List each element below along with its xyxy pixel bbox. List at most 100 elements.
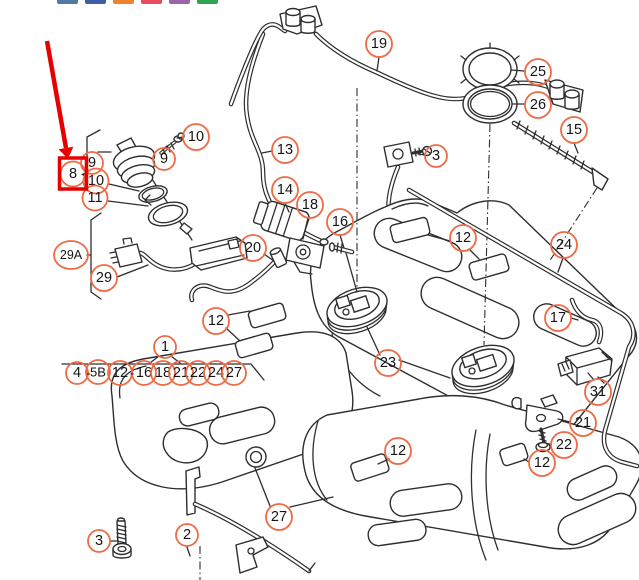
svg-text:20: 20 (245, 240, 261, 256)
callout-22[interactable]: 22 (550, 431, 578, 459)
svg-text:18: 18 (155, 365, 171, 381)
callout-24[interactable]: 24 (550, 231, 578, 259)
browser-tab-color-strip[interactable] (0, 0, 639, 4)
callout-12[interactable]: 12 (384, 437, 412, 465)
callout-21[interactable]: 21 (569, 409, 597, 437)
callout-18[interactable]: 18 (150, 360, 176, 386)
svg-text:16: 16 (136, 365, 152, 381)
screw-22 (535, 427, 551, 453)
svg-text:13: 13 (277, 142, 293, 158)
callout-12[interactable]: 12 (528, 449, 556, 477)
callout-21[interactable]: 21 (168, 360, 194, 386)
svg-text:12: 12 (534, 455, 550, 471)
pump-flange-left (326, 286, 388, 335)
callout-16[interactable]: 16 (131, 360, 157, 386)
callout-2[interactable]: 2 (175, 523, 199, 547)
callout-9[interactable]: 9 (80, 151, 104, 175)
svg-text:25: 25 (530, 64, 546, 80)
callout-27[interactable]: 27 (265, 503, 293, 531)
fuel-pipe-13 (243, 31, 277, 214)
selection-arrow-head-icon (58, 146, 74, 159)
strap-15-end-bracket (591, 167, 609, 191)
callout-31[interactable]: 31 (584, 378, 612, 406)
svg-text:9: 9 (88, 155, 96, 171)
callout-20[interactable]: 20 (239, 234, 267, 262)
callout-12[interactable]: 12 (449, 224, 477, 252)
valve-14 (252, 200, 310, 242)
callout-26[interactable]: 26 (524, 91, 552, 119)
chain-separator: - (130, 366, 134, 381)
callout-19[interactable]: 19 (365, 30, 393, 58)
svg-text:11: 11 (87, 190, 102, 206)
wiring-connector-29 (109, 236, 248, 271)
selection-highlight (44, 40, 89, 191)
sender-cap-assembly (112, 137, 193, 241)
svg-text:8: 8 (69, 166, 77, 182)
callout-11[interactable]: 11 (81, 184, 109, 212)
callout-9[interactable]: 9 (152, 147, 176, 171)
tab-color-bar-3[interactable] (113, 0, 134, 4)
callout-17[interactable]: 17 (544, 304, 572, 332)
callout-16[interactable]: 16 (326, 208, 354, 236)
svg-text:21: 21 (173, 365, 189, 381)
callout-3[interactable]: 3 (87, 529, 111, 553)
svg-text:22: 22 (190, 365, 206, 381)
tab-color-bar-2[interactable] (85, 0, 106, 4)
callout-29[interactable]: 29 (90, 264, 118, 292)
chain-separator: - (86, 366, 90, 381)
svg-text:4: 4 (73, 365, 81, 381)
diagram-line-art (61, 5, 639, 580)
svg-text:23: 23 (380, 355, 396, 371)
svg-text:12: 12 (390, 443, 406, 459)
callout-1[interactable]: 1 (153, 335, 177, 359)
callout-24[interactable]: 24 (203, 360, 229, 386)
callout-25[interactable]: 25 (524, 58, 552, 86)
callout-14[interactable]: 14 (271, 176, 299, 204)
svg-text:14: 14 (277, 182, 293, 198)
callout-5B[interactable]: 5B (85, 359, 111, 385)
callout-12[interactable]: 12 (202, 307, 230, 335)
pump-flange-right (451, 344, 515, 395)
callout-23[interactable]: 23 (374, 349, 402, 377)
tab-color-bar-4[interactable] (141, 0, 162, 4)
tab-color-bar-1[interactable] (57, 0, 78, 4)
callout-22[interactable]: 22 (185, 360, 211, 386)
callout-4[interactable]: 4 (65, 361, 89, 385)
svg-text:19: 19 (371, 36, 387, 52)
seal-ring-26 (462, 84, 518, 124)
svg-text:29A: 29A (60, 248, 83, 262)
bracket-21 (511, 394, 564, 433)
svg-text:12: 12 (455, 230, 471, 246)
callout-3[interactable]: 3 (424, 144, 448, 168)
valve-14-nipple (319, 238, 329, 246)
callout-layer: 89101110913141816193252615241217232029A2… (53, 30, 612, 553)
hose-20-fitting (269, 247, 288, 269)
svg-text:24: 24 (556, 237, 572, 253)
callout-27[interactable]: 27 (221, 360, 247, 386)
highlight-box (57, 156, 89, 191)
clamp-screw-3-top (383, 141, 433, 168)
svg-text:27: 27 (271, 509, 287, 525)
fuel-tank-lower-left-shell (110, 331, 354, 490)
svg-text:3: 3 (95, 533, 103, 549)
callout-13[interactable]: 13 (271, 136, 299, 164)
svg-text:1: 1 (161, 339, 169, 355)
callout-10[interactable]: 10 (182, 123, 210, 151)
bracket-18 (285, 237, 325, 275)
callout-29A[interactable]: 29A (53, 240, 89, 270)
tab-color-bar-5[interactable] (169, 0, 190, 4)
callout-18[interactable]: 18 (296, 191, 324, 219)
svg-text:18: 18 (302, 197, 318, 213)
elbow-16 (328, 242, 355, 255)
svg-text:17: 17 (550, 310, 566, 326)
svg-text:21: 21 (575, 415, 591, 431)
svg-text:2: 2 (183, 527, 191, 543)
svg-text:3: 3 (432, 148, 440, 164)
callout-15[interactable]: 15 (560, 116, 588, 144)
svg-text:12: 12 (112, 365, 128, 381)
svg-text:29: 29 (96, 270, 112, 286)
svg-text:31: 31 (590, 384, 606, 400)
tab-color-bar-6[interactable] (197, 0, 218, 4)
